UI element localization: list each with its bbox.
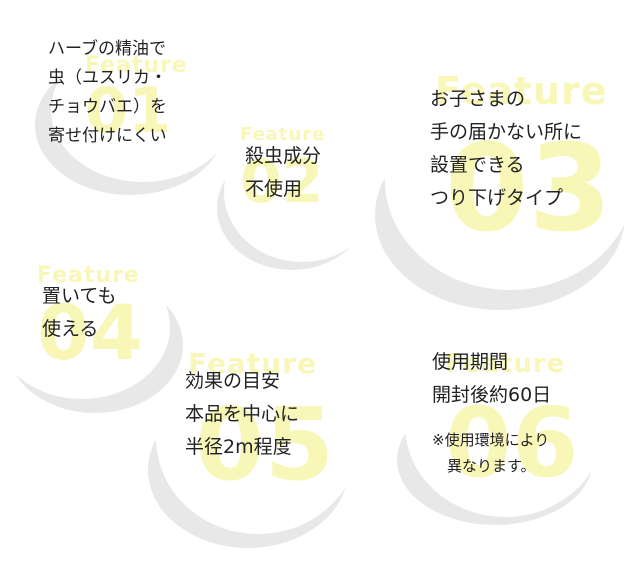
feature-05-number: 05 xyxy=(195,386,335,503)
feature-03-line: 手の届かない所に xyxy=(430,121,583,143)
feature-01-line: チョウバエ）を xyxy=(48,97,167,117)
feature-01-circle xyxy=(25,25,235,195)
feature-02-number: 02 xyxy=(240,147,324,217)
feature-04: Feature 04 置いても 使える xyxy=(0,245,185,420)
feature-06-word: Feature xyxy=(445,349,566,379)
feature-06-line: 使用期間 xyxy=(432,351,509,373)
feature-03-circle xyxy=(360,50,640,320)
feature-03-word: Feature xyxy=(435,69,608,113)
feature-03: Feature 03 お子さまの 手の届かない所に 設置できる つり下げタイプ xyxy=(360,50,640,320)
feature-05: Feature 05 効果の目安 本品を中心に 半径2m程度 xyxy=(140,320,370,555)
feature-04-text: 置いても 使える xyxy=(42,280,116,346)
feature-06-circle xyxy=(390,315,610,530)
feature-04-word: Feature xyxy=(37,263,140,288)
feature-04-line: 使える xyxy=(42,318,99,340)
feature-06-note: ※使用環境により 異なります。 xyxy=(432,427,549,479)
feature-06-note-line: ※使用環境により xyxy=(432,431,550,449)
feature-01-text: ハーブの精油で 虫（ユスリカ・ チョウバエ）を 寄せ付けにくい xyxy=(48,35,167,151)
feature-01-line: 虫（ユスリカ・ xyxy=(48,68,167,88)
feature-02-circle xyxy=(210,100,380,275)
feature-05-line: 本品を中心に xyxy=(185,403,300,425)
feature-04-circle xyxy=(0,245,185,420)
feature-03-number: 03 xyxy=(445,120,612,259)
feature-01: Feature 01 ハーブの精油で 虫（ユスリカ・ チョウバエ）を 寄せ付けに… xyxy=(25,25,235,195)
feature-02-text: 殺虫成分 不使用 xyxy=(245,140,321,206)
feature-06-note-line: 異なります。 xyxy=(432,457,536,475)
feature-03-line: お子さまの xyxy=(430,88,526,110)
feature-05-word: Feature xyxy=(188,347,317,380)
feature-06: Feature 06 使用期間 開封後約60日 ※使用環境により 異なります。 xyxy=(390,315,610,530)
feature-06-number: 06 xyxy=(445,387,579,499)
feature-05-text: 効果の目安 本品を中心に 半径2m程度 xyxy=(185,365,299,464)
feature-05-line: 効果の目安 xyxy=(185,370,281,392)
feature-02: Feature 02 殺虫成分 不使用 xyxy=(210,100,380,275)
feature-04-line: 置いても xyxy=(42,285,117,307)
feature-03-text: お子さまの 手の届かない所に 設置できる つり下げタイプ xyxy=(430,83,582,215)
feature-03-line: つり下げタイプ xyxy=(430,187,564,209)
feature-06-line: 開封後約60日 xyxy=(432,384,552,406)
feature-01-word: Feature xyxy=(85,53,188,78)
feature-02-line: 不使用 xyxy=(245,178,303,200)
feature-04-number: 04 xyxy=(37,288,143,377)
feature-02-line: 殺虫成分 xyxy=(245,145,322,167)
feature-01-number: 01 xyxy=(85,74,172,147)
feature-05-line: 半径2m程度 xyxy=(185,436,292,458)
feature-05-circle xyxy=(140,320,370,555)
feature-01-line: 寄せ付けにくい xyxy=(48,126,167,146)
feature-06-text: 使用期間 開封後約60日 xyxy=(432,346,551,412)
feature-02-word: Feature xyxy=(240,124,326,145)
feature-03-line: 設置できる xyxy=(430,154,525,176)
feature-01-line: ハーブの精油で xyxy=(48,39,166,59)
